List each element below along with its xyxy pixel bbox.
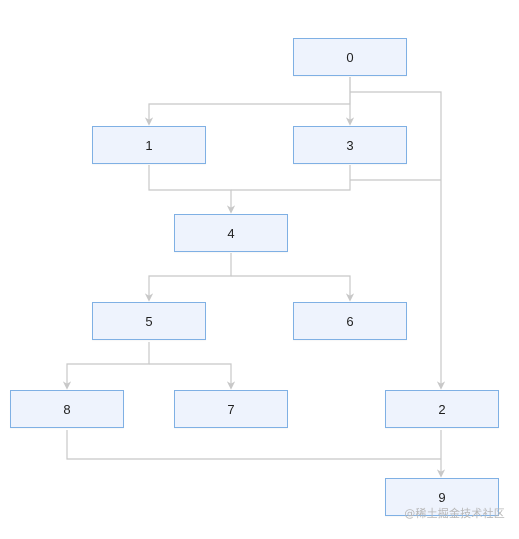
node-label: 9 [438,489,446,505]
edge-4-6 [231,275,355,302]
node-7[interactable]: 7 [174,390,288,428]
node-label: 6 [346,313,354,329]
node-label: 5 [145,313,153,329]
edge-4-5 [144,253,232,302]
node-5[interactable]: 5 [92,302,206,340]
node-4[interactable]: 4 [174,214,288,252]
edge-1-4 [148,165,236,214]
node-2[interactable]: 2 [385,390,499,428]
node-3[interactable]: 3 [293,126,407,164]
node-label: 8 [63,401,71,417]
node-label: 4 [227,225,235,241]
node-label: 3 [346,137,354,153]
edge-5-8 [62,342,150,390]
node-label: 0 [346,49,354,65]
node-9[interactable]: 9 [385,478,499,516]
edge-5-7 [149,363,236,390]
node-8[interactable]: 8 [10,390,124,428]
node-0[interactable]: 0 [293,38,407,76]
edge-3-4 [231,165,351,191]
node-label: 7 [227,401,235,417]
edge-0-2 [350,91,446,390]
node-1[interactable]: 1 [92,126,206,164]
node-label: 1 [145,137,153,153]
node-label: 2 [438,401,446,417]
edge-8-9 [66,430,441,460]
watermark: @稀土掘金技术社区 [404,507,505,520]
edge-0-1 [144,77,351,126]
node-6[interactable]: 6 [293,302,407,340]
